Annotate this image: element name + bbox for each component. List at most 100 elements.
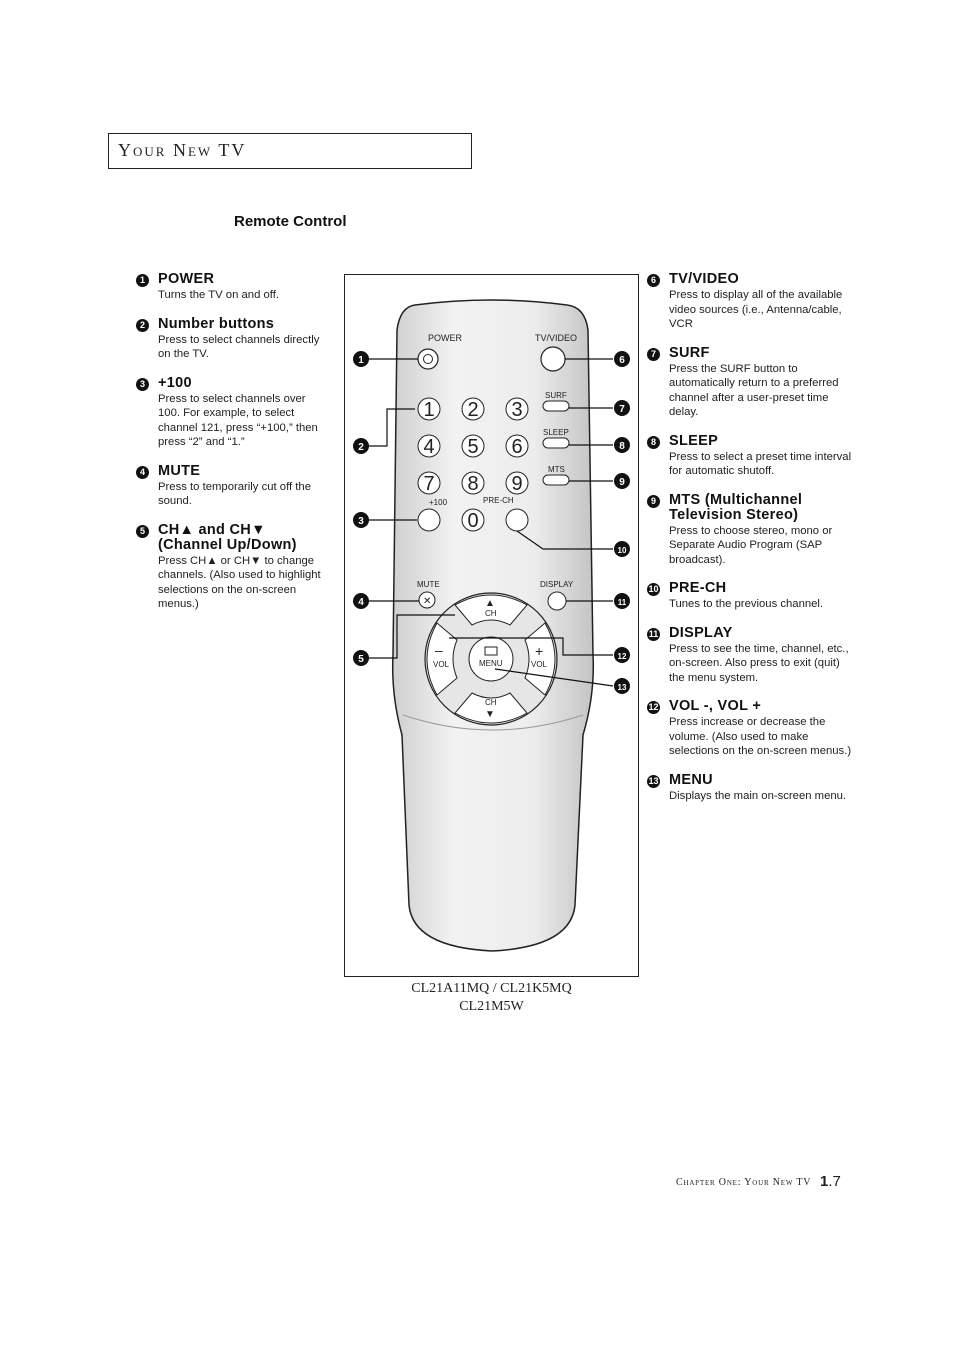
header-box <box>108 133 472 169</box>
item-title: Number buttons <box>158 315 275 332</box>
tvvideo-button <box>540 346 566 372</box>
tvvideo-label: TV/VIDEO <box>535 333 577 343</box>
svg-text:5: 5 <box>358 654 364 665</box>
menu-icon <box>484 646 498 656</box>
svg-text:9: 9 <box>619 477 625 488</box>
item-title: POWER <box>158 271 215 287</box>
caption-line-1: CL21A11MQ / CL21K5MQ <box>411 981 572 996</box>
prech-label: PRE-CH <box>483 496 514 505</box>
ch-down-label: CH <box>485 698 497 707</box>
item-desc: Tunes to the previous channel. <box>669 598 824 610</box>
callout-number: 1 <box>136 274 149 287</box>
item-title: VOL -, VOL + <box>669 698 762 714</box>
svg-text:7: 7 <box>619 404 625 415</box>
digit-9: 9 <box>511 473 522 495</box>
callout-number: 12 <box>647 701 660 714</box>
remote-figure-frame: POWER TV/VIDEO 1 2 3 4 5 6 7 8 9 0 +100 … <box>344 274 639 977</box>
item-title: SURF <box>669 344 710 361</box>
item-desc: Press to select a preset time interval f… <box>669 450 852 478</box>
callout-number: 10 <box>647 583 660 596</box>
item-desc: Displays the main on-screen menu. <box>669 789 847 802</box>
remote-lower-section <box>402 714 584 731</box>
vol-down-button <box>426 622 458 696</box>
left-descriptions: 1 POWER Turns the TV on and off. 2 Number b… <box>136 272 326 626</box>
remote-illustration: POWER TV/VIDEO 1 2 3 4 5 6 7 8 9 0 +100 … <box>353 299 630 952</box>
svg-text:1: 1 <box>358 355 364 366</box>
svg-text:10: 10 <box>618 546 627 555</box>
plus100-label: +100 <box>429 498 448 507</box>
display-label: DISPLAY <box>540 580 574 589</box>
item-title: +100 <box>158 374 192 391</box>
callout-number: 7 <box>647 347 660 361</box>
sleep-button <box>542 437 570 449</box>
digit-2: 2 <box>467 399 478 421</box>
item-title: PRE-CH <box>669 580 727 596</box>
svg-text:3: 3 <box>358 516 364 527</box>
item-title: DISPLAY <box>669 624 733 641</box>
number-pad: 1 2 3 4 5 6 7 8 9 0 <box>417 397 529 532</box>
callout-number: 8 <box>647 435 660 449</box>
digit-5: 5 <box>467 436 478 458</box>
ch-up-button <box>454 594 528 626</box>
sleep-label: SLEEP <box>543 428 569 437</box>
power-button <box>417 348 439 370</box>
section-title: Remote Control <box>234 213 347 230</box>
callout-number: 5 <box>136 524 149 538</box>
item-volume: 12 VOL -, VOL + Press increase or decrease… <box>647 699 852 759</box>
item-title: MUTE <box>158 462 201 479</box>
prech-button <box>505 508 529 532</box>
svg-text:6: 6 <box>619 355 625 366</box>
page-number-page: .7 <box>828 1173 841 1190</box>
digit-6: 6 <box>511 436 522 458</box>
chevron-up-icon: ▲ <box>485 598 495 609</box>
callout-number: 13 <box>647 774 660 788</box>
mts-label: MTS <box>548 465 565 474</box>
svg-text:11: 11 <box>618 598 627 607</box>
item-desc: Press to temporarily cut off the sound. <box>158 480 311 508</box>
page-number-chapter: 1 <box>820 1173 829 1190</box>
digit-1: 1 <box>423 399 434 421</box>
footer-page-number: 1.7 <box>820 1173 841 1190</box>
mute-label: MUTE <box>417 580 440 589</box>
ch-up-label: CH <box>485 609 497 618</box>
callout-number: 9 <box>647 494 660 508</box>
svg-text:8: 8 <box>619 441 625 452</box>
callout-number: 3 <box>136 377 149 391</box>
svg-text:2: 2 <box>358 442 364 453</box>
callout-badges <box>353 351 630 694</box>
svg-text:4: 4 <box>358 597 364 608</box>
item-title: TV/VIDEO <box>669 271 740 287</box>
power-label: POWER <box>428 333 463 343</box>
digit-3: 3 <box>511 399 522 421</box>
callout-number: 11 <box>647 627 660 641</box>
item-desc: Press to select channels directly on the… <box>158 333 320 361</box>
item-desc: Press to see the time, channel, etc., on… <box>669 642 849 684</box>
item-desc: Press to display all of the available vi… <box>669 289 843 330</box>
item-title: MENU <box>669 771 713 788</box>
callouts-right <box>449 358 614 687</box>
item-desc: Turns the TV on and off. <box>158 289 279 301</box>
svg-text:12: 12 <box>618 652 627 661</box>
menu-label: MENU <box>479 659 503 668</box>
plus-icon: + <box>535 643 543 659</box>
digit-8: 8 <box>467 473 478 495</box>
display-button <box>547 591 567 611</box>
item-desc: Press increase or decrease the volume. (… <box>669 716 852 757</box>
ch-down-button <box>454 692 528 724</box>
surf-button <box>542 400 570 412</box>
figure-caption: CL21A11MQ / CL21K5MQ CL21M5W <box>344 980 639 1016</box>
callout-number: 2 <box>136 318 149 332</box>
page-header-title: Your New TV <box>118 140 247 160</box>
